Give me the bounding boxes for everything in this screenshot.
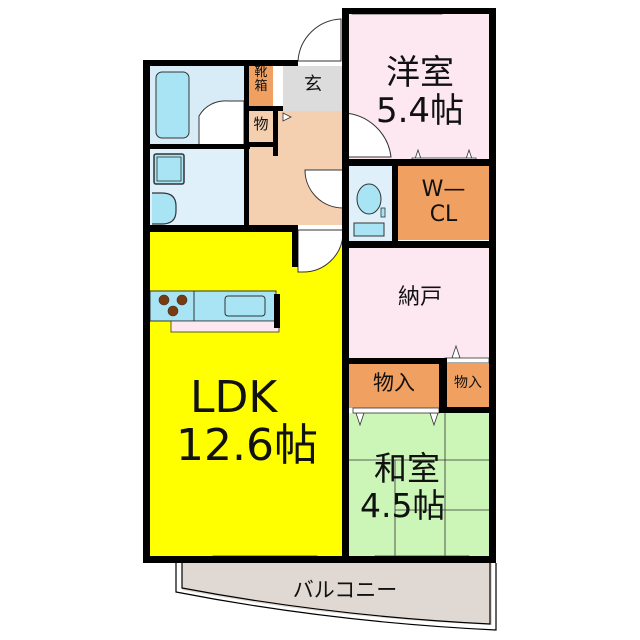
- wcl-line1: W—: [421, 177, 466, 202]
- wall-western-bottom: [342, 159, 496, 166]
- wall-toilet-wcl: [392, 166, 398, 242]
- western-room-label: 洋室 5.4帖: [355, 53, 485, 131]
- wall-wcl-bottom: [342, 241, 496, 248]
- storeroom-label: 納戸: [397, 285, 442, 310]
- entrance-area: [283, 66, 342, 111]
- closet-small: [447, 364, 489, 408]
- wall-shoe-box-bottom: [244, 106, 283, 111]
- wall-outer-right: [489, 8, 496, 563]
- wall-ldk-top: [143, 225, 298, 232]
- japanese-room-label: 和室 4.5帖: [360, 449, 470, 525]
- closet-large-label: 物入: [373, 371, 415, 395]
- wcl-line2: CL: [429, 202, 458, 228]
- wall-closets-divider: [439, 358, 447, 413]
- wall-top-right: [342, 8, 496, 14]
- japanese-room-size: 4.5帖: [360, 485, 446, 525]
- wall-closets-bottom: [447, 407, 496, 413]
- closet-large: [349, 364, 439, 408]
- hallway: [249, 111, 342, 225]
- ldk-name: LDK: [190, 372, 278, 423]
- wall-outer-left: [143, 60, 150, 563]
- ldk-label: LDK 12.6帖: [176, 372, 336, 472]
- balcony-label: バルコニー: [292, 578, 398, 602]
- closet-small-label: 物入: [454, 375, 482, 391]
- walk-in-closet: [398, 166, 489, 240]
- ldk: [150, 232, 342, 556]
- wall-bath-wash: [150, 144, 250, 149]
- shoe-box: [249, 66, 273, 106]
- wall-storage-right: [273, 106, 278, 156]
- wcl-label: W— CL: [398, 178, 489, 226]
- japanese-room-name: 和室: [374, 449, 440, 488]
- storage-label: 物: [253, 115, 269, 133]
- wall-center-vertical: [342, 8, 349, 563]
- western-room-size: 5.4帖: [375, 90, 465, 131]
- shoe-box-label: 靴箱: [254, 65, 268, 94]
- japanese-room: [349, 413, 489, 556]
- storeroom: [349, 248, 489, 358]
- wall-top-left: [143, 60, 298, 66]
- wall-bath-right: [244, 66, 249, 232]
- ldk-size: 12.6帖: [176, 420, 318, 472]
- wall-ldk-door-jamb: [292, 225, 298, 267]
- wall-storage-bottom: [244, 142, 278, 147]
- entrance-label: 玄: [304, 74, 322, 95]
- wall-storeroom-bottom: [342, 358, 446, 364]
- wall-bottom: [143, 556, 496, 563]
- western-room-name: 洋室: [386, 53, 454, 93]
